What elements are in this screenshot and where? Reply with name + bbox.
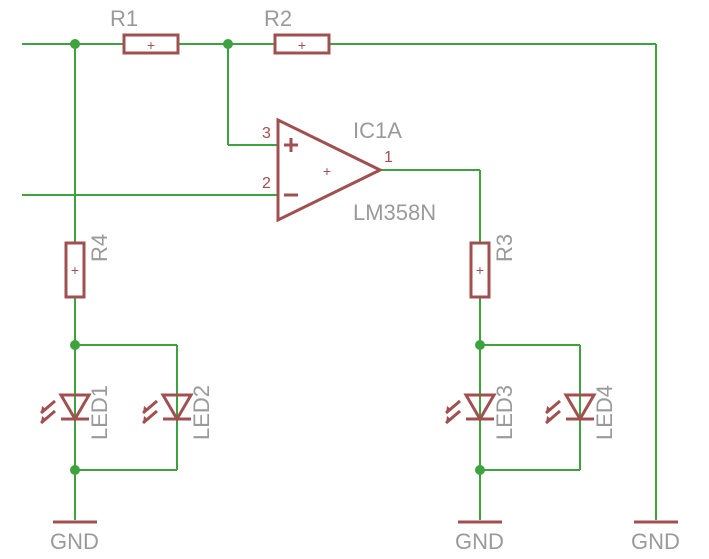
led2-label: LED2 [189, 385, 214, 440]
svg-text:+: + [323, 163, 331, 179]
junctions [70, 39, 485, 475]
ic-value-label: LM358N [353, 200, 436, 225]
pin-1-label: 1 [384, 149, 393, 166]
r3-label: R3 [492, 234, 517, 262]
led-1: LED1 [39, 385, 112, 440]
resistor-r1: + R1 [110, 6, 180, 55]
r4-label: R4 [87, 234, 112, 262]
ground-symbols: GND GND GND [50, 520, 680, 554]
wires [22, 43, 657, 520]
resistor-r4: + R4 [64, 234, 112, 299]
led1-label: LED1 [87, 385, 112, 440]
resistor-r3: + R3 [469, 234, 517, 299]
junction-dot [70, 465, 80, 475]
gnd-label: GND [50, 529, 99, 554]
junction-dot [70, 340, 80, 350]
r1-label: R1 [110, 6, 138, 31]
gnd-label: GND [631, 529, 680, 554]
svg-text:+: + [147, 37, 155, 53]
r2-label: R2 [264, 6, 292, 31]
led-2: LED2 [141, 385, 214, 440]
junction-dot [70, 39, 80, 49]
led4-label: LED4 [592, 385, 617, 440]
svg-text:+: + [476, 262, 484, 278]
junction-dot [475, 340, 485, 350]
pin-2-label: 2 [262, 175, 271, 192]
junction-dot [475, 465, 485, 475]
junction-dot [223, 39, 233, 49]
led3-label: LED3 [492, 385, 517, 440]
resistor-r2: + R2 [264, 6, 331, 55]
svg-text:+: + [298, 37, 306, 53]
gnd-label: GND [455, 529, 504, 554]
pin-3-label: 3 [262, 125, 271, 142]
ic-name-label: IC1A [353, 118, 402, 143]
led-3: LED3 [444, 385, 517, 440]
op-amp-ic1a: + 3 2 1 IC1A LM358N [262, 117, 436, 225]
led-4: LED4 [544, 385, 617, 440]
svg-text:+: + [71, 262, 79, 278]
